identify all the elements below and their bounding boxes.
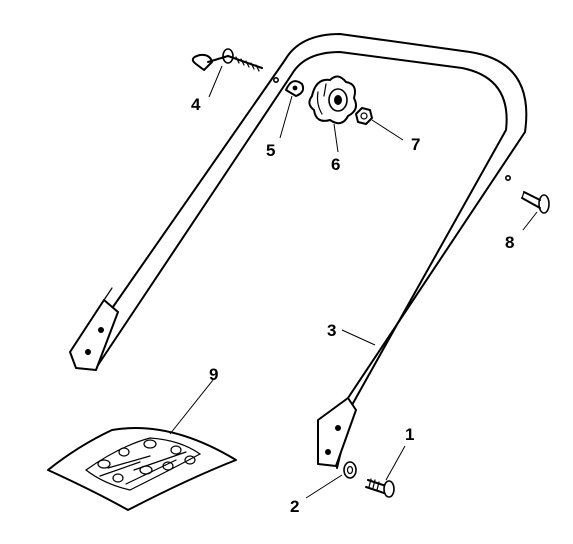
cable-clip-icon	[285, 80, 305, 97]
washer-icon	[343, 461, 357, 479]
cable-guide-icon	[191, 48, 263, 72]
star-knob-icon	[308, 75, 357, 125]
callout-7: 7	[411, 135, 420, 154]
callout-5: 5	[266, 141, 275, 160]
callout-labels: 1 2 3 4 5 6 7 8 9	[191, 95, 514, 516]
handle-bar-icon	[69, 33, 528, 469]
hardware-bag-icon	[47, 427, 237, 511]
leader-lines	[169, 65, 538, 499]
callout-9: 9	[209, 365, 218, 384]
carriage-bolt-icon	[365, 478, 395, 498]
callout-3: 3	[327, 321, 336, 340]
nut-icon	[355, 107, 373, 125]
callout-2: 2	[290, 497, 299, 516]
callout-6: 6	[331, 155, 340, 174]
callout-8: 8	[505, 233, 514, 252]
callout-4: 4	[191, 95, 201, 114]
callout-1: 1	[405, 425, 414, 444]
bolt-icon	[521, 191, 550, 214]
